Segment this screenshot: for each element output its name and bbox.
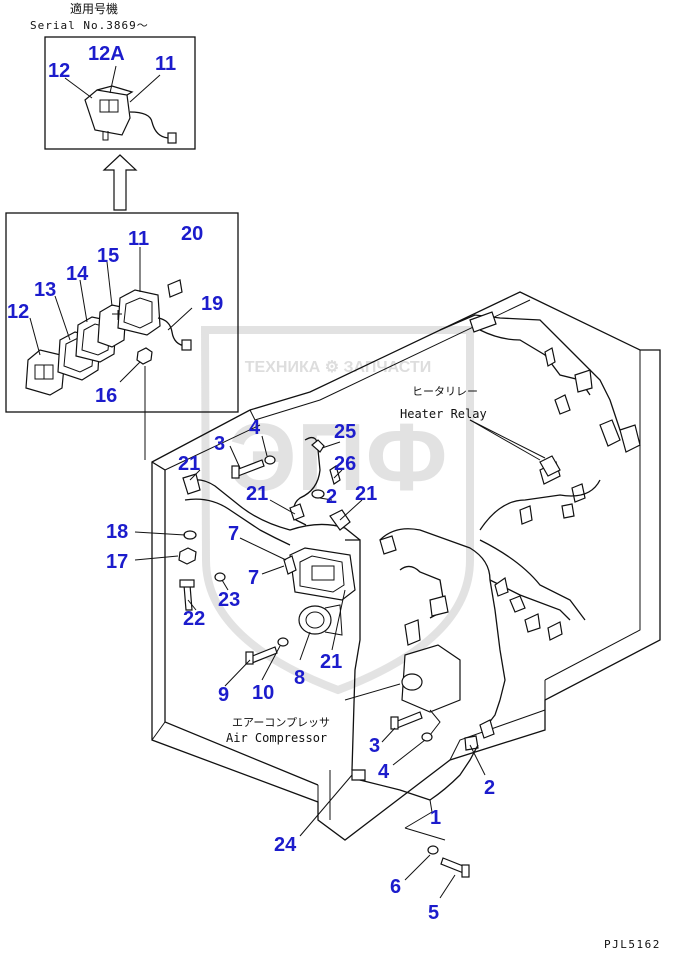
wiring-harness — [182, 311, 641, 801]
applicable-serial-jp: 適用号機 — [70, 1, 118, 16]
callout-21-right: 21 — [355, 483, 377, 505]
callout-8: 8 — [294, 667, 305, 689]
callout-23: 23 — [218, 589, 240, 611]
heater-relay — [469, 419, 561, 477]
air-compressor — [344, 644, 461, 736]
watermark-logo: ЭПФ — [228, 404, 447, 511]
work-lamp — [283, 547, 356, 601]
callout-18: 18 — [106, 521, 128, 543]
callout-12-top: 12 — [48, 60, 70, 82]
callout-21-lower: 21 — [320, 651, 342, 673]
callout-5: 5 — [428, 902, 439, 924]
callout-26: 26 — [334, 453, 356, 475]
callout-24: 24 — [274, 834, 297, 856]
watermark-text: ТЕХНИКА ⚙ ЗАПЧАСТИ — [245, 359, 431, 376]
drawing-code: PJL5162 — [604, 938, 661, 951]
callout-15: 15 — [97, 245, 119, 267]
callout-11: 11 — [128, 228, 149, 250]
inset-box-exploded — [5, 212, 239, 413]
callout-22: 22 — [183, 608, 205, 630]
callout-16: 16 — [95, 385, 117, 407]
callout-19: 19 — [201, 293, 223, 315]
horn — [298, 604, 343, 636]
leader-lines — [134, 435, 486, 899]
callout-1: 1 — [430, 807, 441, 829]
callout-7-lower: 7 — [248, 567, 259, 589]
heater-relay-label: Heater Relay — [400, 407, 487, 421]
callout-9: 9 — [218, 684, 229, 706]
callout-11-top: 11 — [155, 53, 176, 75]
cab-body — [151, 291, 661, 841]
lamp-assembly-new — [84, 85, 177, 144]
arrow-up-icon — [102, 154, 138, 211]
lamp-exploded — [25, 279, 192, 396]
callout-17: 17 — [106, 551, 128, 573]
inset-box-top — [44, 36, 196, 150]
callout-13: 13 — [34, 279, 56, 301]
serial-number-label: Serial No.3869～ — [30, 19, 149, 32]
callout-3-lower: 3 — [369, 735, 380, 757]
callout-3-upper: 3 — [214, 433, 225, 455]
callout-6: 6 — [390, 876, 401, 898]
callout-12: 12 — [7, 301, 29, 323]
callout-2-lower: 2 — [484, 777, 495, 799]
callout-21-mid: 21 — [246, 483, 268, 505]
callout-10: 10 — [252, 682, 274, 704]
heater-relay-jp-label: ヒータリレー — [412, 385, 478, 398]
fasteners — [178, 455, 470, 878]
callout-12A: 12A — [88, 43, 125, 65]
callout-25: 25 — [334, 421, 356, 443]
callout-14: 14 — [66, 263, 89, 285]
air-compressor-jp-label: エアーコンプレッサ — [232, 716, 330, 729]
callout-4-upper: 4 — [249, 417, 261, 439]
air-compressor-label: Air Compressor — [226, 731, 327, 745]
callout-4-lower: 4 — [378, 761, 390, 783]
watermark: ТЕХНИКА ⚙ ЗАПЧАСТИ ЭПФ — [200, 326, 474, 695]
callout-20: 20 — [181, 223, 203, 245]
callout-21-left: 21 — [178, 453, 200, 475]
callout-2-upper: 2 — [326, 486, 337, 508]
callout-7-upper: 7 — [228, 523, 239, 545]
